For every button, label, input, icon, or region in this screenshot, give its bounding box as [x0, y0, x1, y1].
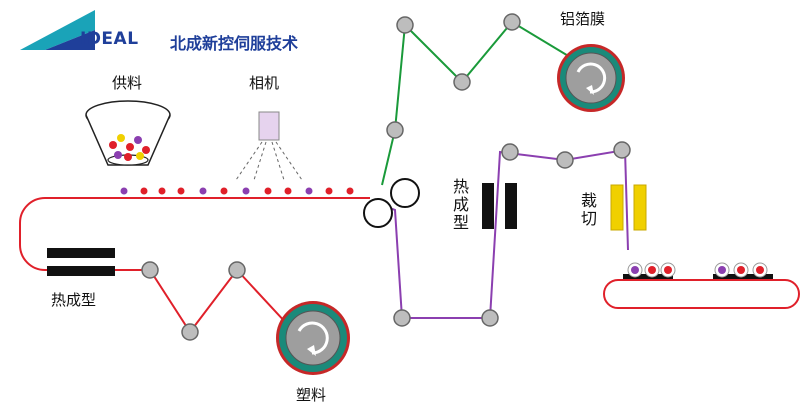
cutter-blades — [610, 184, 647, 231]
logo-mark — [20, 10, 95, 50]
camera-label: 相机 — [249, 74, 280, 92]
thermoform-plates-mid — [482, 183, 517, 229]
plastic-web — [19, 197, 370, 339]
guide-rollers — [141, 13, 631, 341]
logo-text: IDEAL — [80, 29, 139, 49]
camera — [235, 111, 303, 181]
nip-rollers — [363, 178, 420, 228]
foil-reel — [557, 44, 625, 112]
foil-web — [381, 20, 576, 186]
thermoform-mid-label: 热成型 — [452, 177, 469, 232]
cut-label: 裁切 — [580, 191, 597, 228]
finished-blisters — [623, 262, 773, 279]
foil-label: 铝箔膜 — [560, 10, 606, 28]
thermoform-plates-left — [47, 248, 115, 276]
product-dots — [120, 187, 354, 195]
feed-label: 供料 — [112, 74, 143, 92]
company-name: 北成新控伺服技术 — [170, 34, 299, 53]
sealed-web — [381, 148, 629, 319]
feed-hopper — [85, 100, 171, 166]
output-belt — [603, 279, 800, 309]
plastic-label: 塑料 — [296, 386, 327, 404]
plastic-reel — [276, 301, 350, 375]
thermoform-left-label: 热成型 — [51, 291, 97, 309]
